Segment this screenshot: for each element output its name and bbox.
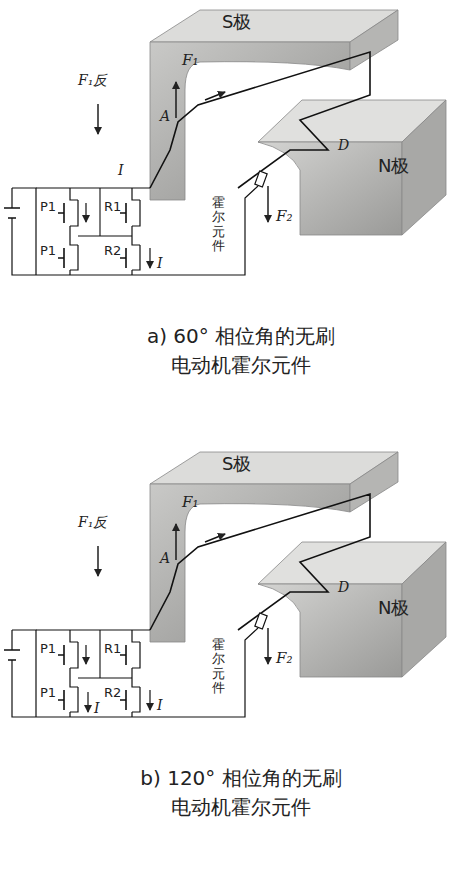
callout-label: A — [160, 108, 170, 124]
callout-label: R2 — [104, 244, 121, 259]
component-label: 霍尔 元件 — [212, 196, 225, 253]
callout-label: N极 — [378, 598, 409, 619]
component-label: 霍尔 元件 — [212, 638, 225, 695]
callout-label: P1 — [40, 200, 56, 215]
callout-label: I — [118, 162, 124, 178]
callout-label: R1 — [104, 642, 121, 657]
callout-label: F₂ — [276, 208, 292, 225]
callout-label: S极 — [222, 12, 251, 33]
callout-label: D — [338, 579, 349, 595]
callout-label: R1 — [104, 200, 121, 215]
figure-caption: b) 120° 相位角的无刷 电动机霍尔元件 — [137, 764, 345, 822]
callout-label: S极 — [222, 454, 251, 475]
callout-label: I — [94, 700, 100, 716]
callout-label: P1 — [40, 642, 56, 657]
callout-label: I — [157, 697, 163, 713]
callout-label: I — [157, 255, 163, 271]
callout-label: F₁反 — [78, 72, 107, 88]
figure-caption: a) 60° 相位角的无刷 电动机霍尔元件 — [137, 322, 345, 380]
callout-label: F₁反 — [78, 514, 107, 530]
callout-label: A — [160, 550, 170, 566]
callout-label: P1 — [40, 686, 56, 701]
callout-label: N极 — [378, 156, 409, 177]
callout-label: F₂ — [276, 650, 292, 667]
callout-label: F₁ — [182, 52, 198, 69]
callout-label: P1 — [40, 244, 56, 259]
callout-label: R2 — [104, 686, 121, 701]
callout-label: D — [338, 137, 349, 153]
callout-label: F₁ — [182, 494, 198, 511]
